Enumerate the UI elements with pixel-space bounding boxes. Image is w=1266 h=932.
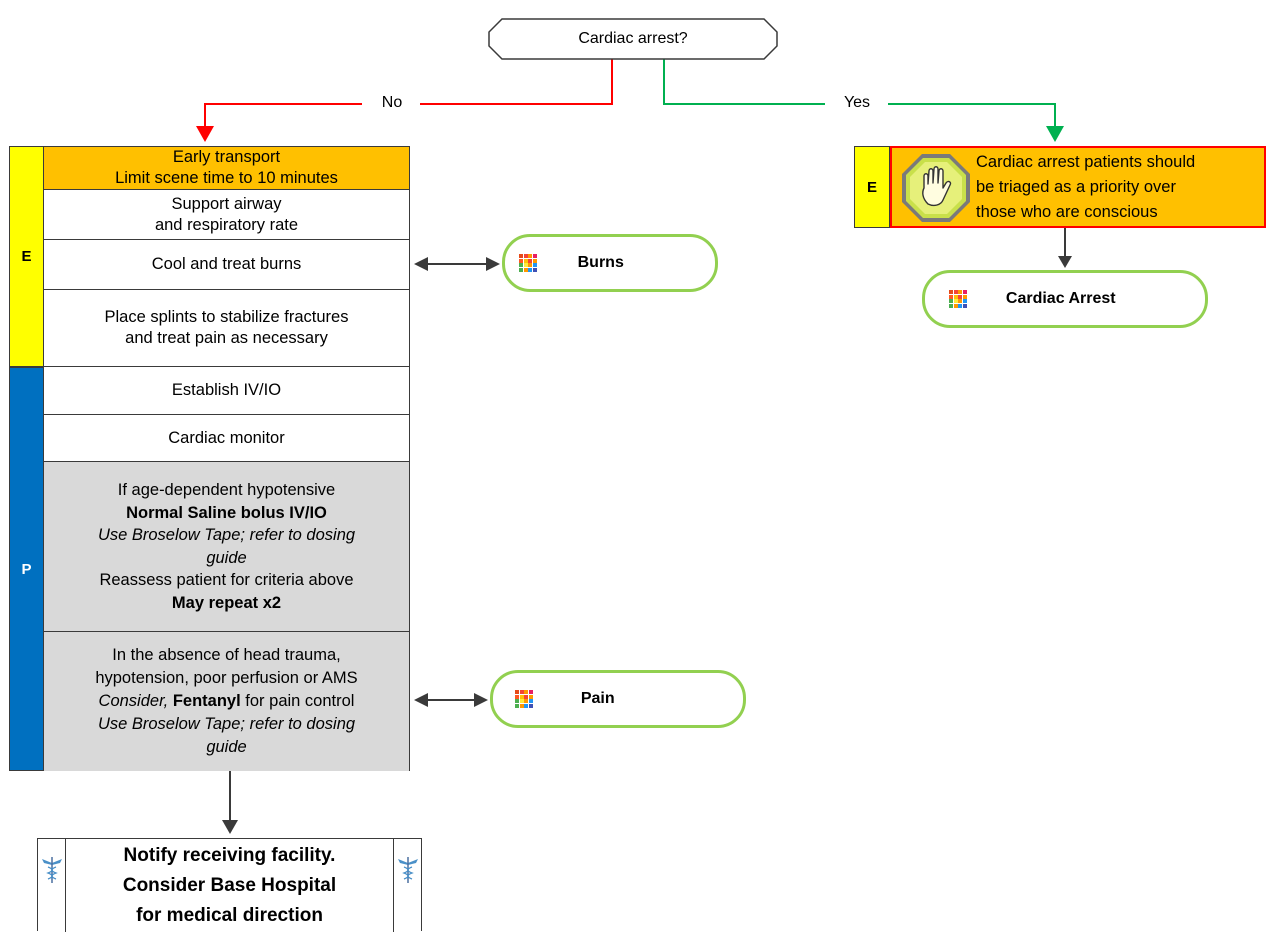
section-tag-p: P xyxy=(9,367,44,771)
monitor-text: Cardiac monitor xyxy=(168,428,285,447)
notify-text: Notify receiving facility. Consider Base… xyxy=(66,839,393,932)
iv-text: Establish IV/IO xyxy=(171,381,282,399)
burns-text: Cool and treat burns xyxy=(151,255,302,273)
step-saline: If age-dependent hypotensive Normal Sali… xyxy=(44,462,409,632)
airway-line1: Support airway xyxy=(171,194,282,213)
notify-left-panel xyxy=(38,839,66,932)
cardiac-arrest-link[interactable]: Cardiac Arrest xyxy=(922,270,1208,328)
decision-question: Cardiac arrest? xyxy=(578,30,688,47)
notify-right-panel xyxy=(393,839,421,932)
cardiac-arrest-link-label: Cardiac Arrest xyxy=(1005,290,1116,307)
burns-link-label: Burns xyxy=(577,254,624,271)
step-pain: In the absence of head trauma, hypotensi… xyxy=(44,632,409,771)
cardiac-note: E Cardiac arrest patients should be tria… xyxy=(854,146,1266,228)
step-burns: Cool and treat burns xyxy=(44,240,409,290)
step-splints: Place splints to stabilize fractures and… xyxy=(44,290,409,367)
step-airway: Support airway and respiratory rate xyxy=(44,190,409,240)
pain-line4: Use Broselow Tape; refer to dosing xyxy=(97,715,356,733)
no-arrowhead xyxy=(196,126,214,142)
notify-line2: Consider Base Hospital xyxy=(122,874,337,896)
yes-connector xyxy=(663,48,825,105)
colored-grid-icon xyxy=(519,254,537,272)
yes-label: Yes xyxy=(832,94,882,116)
no-connector-2 xyxy=(204,103,362,128)
no-label: No xyxy=(370,94,414,116)
cardiac-note-line2: be triaged as a priority over xyxy=(976,178,1176,196)
no-connector xyxy=(420,48,613,105)
caduceus-icon xyxy=(398,857,418,883)
saline-drug: Normal Saline bolus IV/IO xyxy=(126,503,327,522)
notify-line3: for medical direction xyxy=(136,904,323,926)
splints-line1: Place splints to stabilize fractures xyxy=(104,308,349,326)
yes-connector-2 xyxy=(888,103,1056,128)
step-iv: Establish IV/IO xyxy=(44,367,409,415)
colored-grid-icon xyxy=(949,290,967,308)
splints-line2: and treat pain as necessary xyxy=(125,329,328,347)
saline-line5: Reassess patient for criteria above xyxy=(99,571,354,589)
stop-hand-icon xyxy=(902,154,970,222)
section-tag-p-label: P xyxy=(21,560,32,578)
pain-link[interactable]: Pain xyxy=(490,670,746,728)
pain-line3-rest: for pain control xyxy=(245,692,355,710)
saline-repeat: May repeat x2 xyxy=(171,593,282,612)
decision-node: Cardiac arrest? xyxy=(488,18,778,60)
caduceus-icon xyxy=(42,857,62,883)
section-tag-e-label: E xyxy=(21,248,32,265)
notify-box: Notify receiving facility. Consider Base… xyxy=(37,838,422,932)
colored-grid-icon xyxy=(515,690,533,708)
cardiac-note-tag: E xyxy=(854,146,890,228)
saline-line4: guide xyxy=(206,548,247,567)
pain-line1: In the absence of head trauma, xyxy=(112,646,341,664)
cardiac-note-line3: those who are conscious xyxy=(976,203,1158,221)
early-transport-line1: Early transport xyxy=(172,148,281,166)
saline-line1: If age-dependent hypotensive xyxy=(117,481,336,499)
pain-line5: guide xyxy=(206,738,247,756)
cardiac-note-text: Cardiac arrest patients should be triage… xyxy=(976,150,1266,225)
pain-line3: Consider, Fentanyl for pain control xyxy=(99,690,355,713)
burns-link[interactable]: Burns xyxy=(502,234,718,292)
pain-link-label: Pain xyxy=(580,690,615,707)
pain-drug: Fentanyl xyxy=(172,692,241,710)
cardiac-note-body: Cardiac arrest patients should be triage… xyxy=(890,146,1266,228)
pain-consider: Consider, xyxy=(98,692,169,710)
cardiac-note-line1: Cardiac arrest patients should xyxy=(976,153,1196,171)
saline-line3: Use Broselow Tape; refer to dosing xyxy=(97,526,356,544)
yes-arrowhead xyxy=(1046,126,1064,142)
notify-line1: Notify receiving facility. xyxy=(123,844,336,866)
airway-line2: and respiratory rate xyxy=(154,215,299,234)
section-tag-e: E xyxy=(9,146,44,367)
step-early-transport: Early transport Limit scene time to 10 m… xyxy=(44,147,409,190)
step-monitor: Cardiac monitor xyxy=(44,415,409,462)
early-transport-line2: Limit scene time to 10 minutes xyxy=(115,169,338,187)
pain-line2: hypotension, poor perfusion or AMS xyxy=(95,669,358,687)
